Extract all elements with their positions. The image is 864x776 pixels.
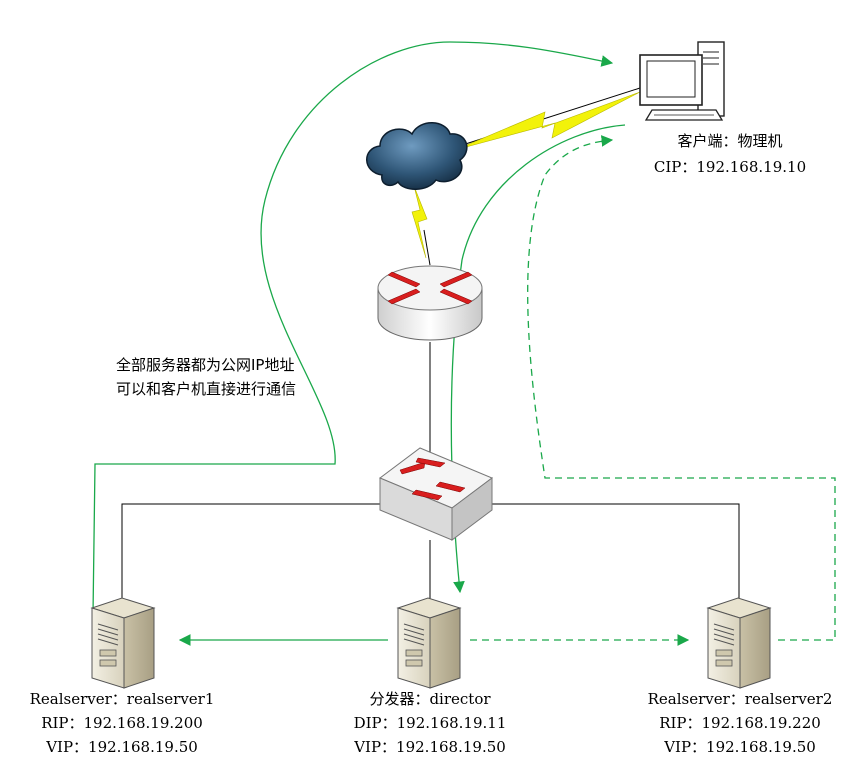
flow-rs2-to-client <box>527 135 836 641</box>
server-tower-icon <box>396 597 462 689</box>
director-vip: VIP：192.168.19.50 <box>354 738 506 756</box>
server-tower-icon <box>90 597 156 689</box>
flow-rs1-to-client <box>92 41 614 616</box>
director-dip: DIP：192.168.19.11 <box>353 714 507 732</box>
server-tower-icon <box>706 597 772 689</box>
internet-cloud-icon <box>366 122 468 190</box>
note-line-1: 全部服务器都为公网IP地址 <box>116 356 295 374</box>
rs2-rip: RIP：192.168.19.220 <box>659 714 821 732</box>
note-line-2: 可以和客户机直接进行通信 <box>116 380 297 398</box>
rs2-name: Realserver：realserver2 <box>647 690 833 708</box>
rs1-vip: VIP：192.168.19.50 <box>46 738 198 756</box>
client-title: 客户端：物理机 <box>677 132 783 150</box>
traffic-flows <box>92 41 836 646</box>
client-ip: CIP：192.168.19.10 <box>653 158 807 176</box>
rs1-name: Realserver：realserver1 <box>29 690 215 708</box>
switch-icon <box>379 447 493 541</box>
lightning-bolt-icon <box>454 91 641 151</box>
rs1-rip: RIP：192.168.19.200 <box>41 714 203 732</box>
router-icon <box>377 265 483 341</box>
lightning-bolt-icon <box>411 185 431 266</box>
desktop-computer-icon <box>639 41 725 121</box>
rs2-vip: VIP：192.168.19.50 <box>664 738 816 756</box>
director-name: 分发器：director <box>369 690 491 708</box>
